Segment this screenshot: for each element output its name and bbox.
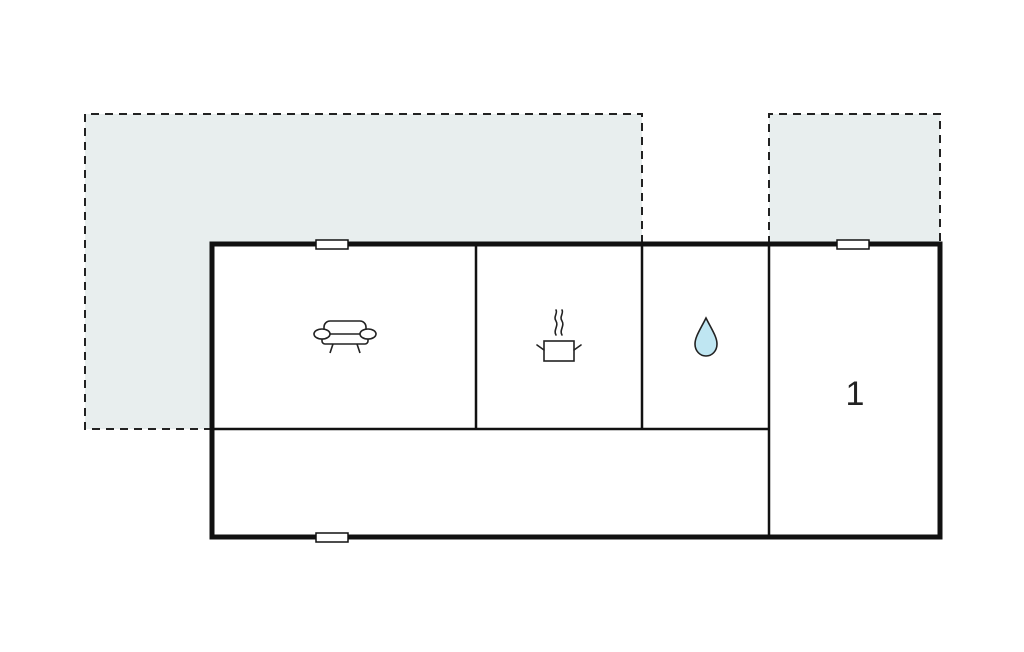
sofa-icon (313, 320, 377, 354)
interior-walls (212, 244, 771, 537)
cooking-pot-icon (536, 309, 582, 362)
water-drop-icon (694, 316, 718, 357)
bedroom-number-label: 1 (846, 375, 865, 413)
exterior-walls (209, 241, 943, 540)
window-top-right (836, 239, 870, 250)
terrace-right (768, 113, 941, 244)
window-top-left (315, 239, 349, 250)
window-bottom-left (315, 532, 349, 543)
